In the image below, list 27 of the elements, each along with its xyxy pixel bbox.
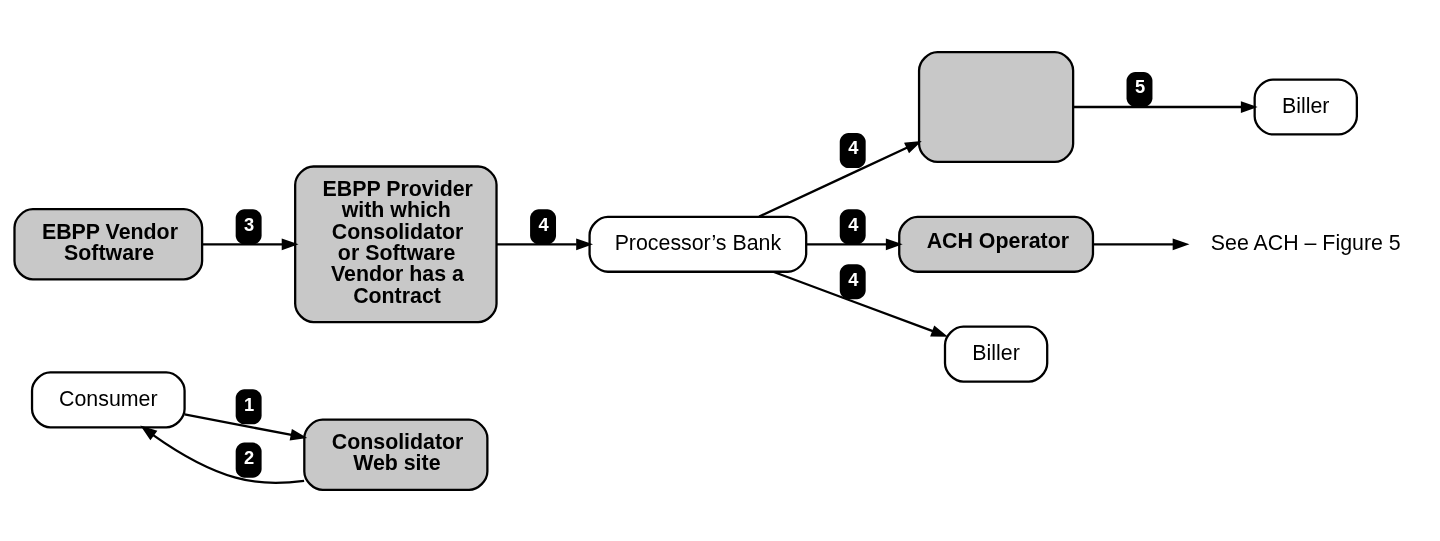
arrow — [202, 237, 299, 250]
edge-label: 4 — [848, 213, 859, 235]
node-text: See ACH – Figure 5 — [1210, 230, 1401, 255]
edge-label: 4 — [538, 213, 549, 235]
arrow — [773, 270, 948, 337]
node-box: EBPP Vendor Software — [13, 207, 204, 281]
node-box: ACH Operator — [898, 215, 1095, 273]
arrow — [1093, 237, 1190, 250]
edge-label: 1 — [244, 393, 255, 415]
arrow — [184, 412, 308, 441]
arrow — [496, 237, 593, 250]
arrow — [140, 425, 305, 484]
arrow — [1073, 100, 1258, 113]
node-box: Biller — [943, 325, 1049, 383]
arrow — [806, 237, 903, 250]
node-box — [917, 50, 1075, 163]
edge-label: 4 — [848, 268, 859, 290]
node-box: Processor’s Bank — [588, 215, 808, 273]
edge-label: 2 — [244, 446, 255, 468]
node-box: EBPP Provider with which Consolidator or Software Vendor has a Contract — [294, 164, 498, 323]
node-box: Consumer — [30, 370, 186, 428]
arrow — [758, 140, 922, 218]
edge-label: 5 — [1134, 75, 1146, 97]
node-box: Consolidator Web site — [303, 418, 489, 491]
edge-label: 3 — [244, 213, 255, 235]
node-box: Biller — [1253, 77, 1358, 136]
edge-label: 4 — [848, 136, 859, 158]
